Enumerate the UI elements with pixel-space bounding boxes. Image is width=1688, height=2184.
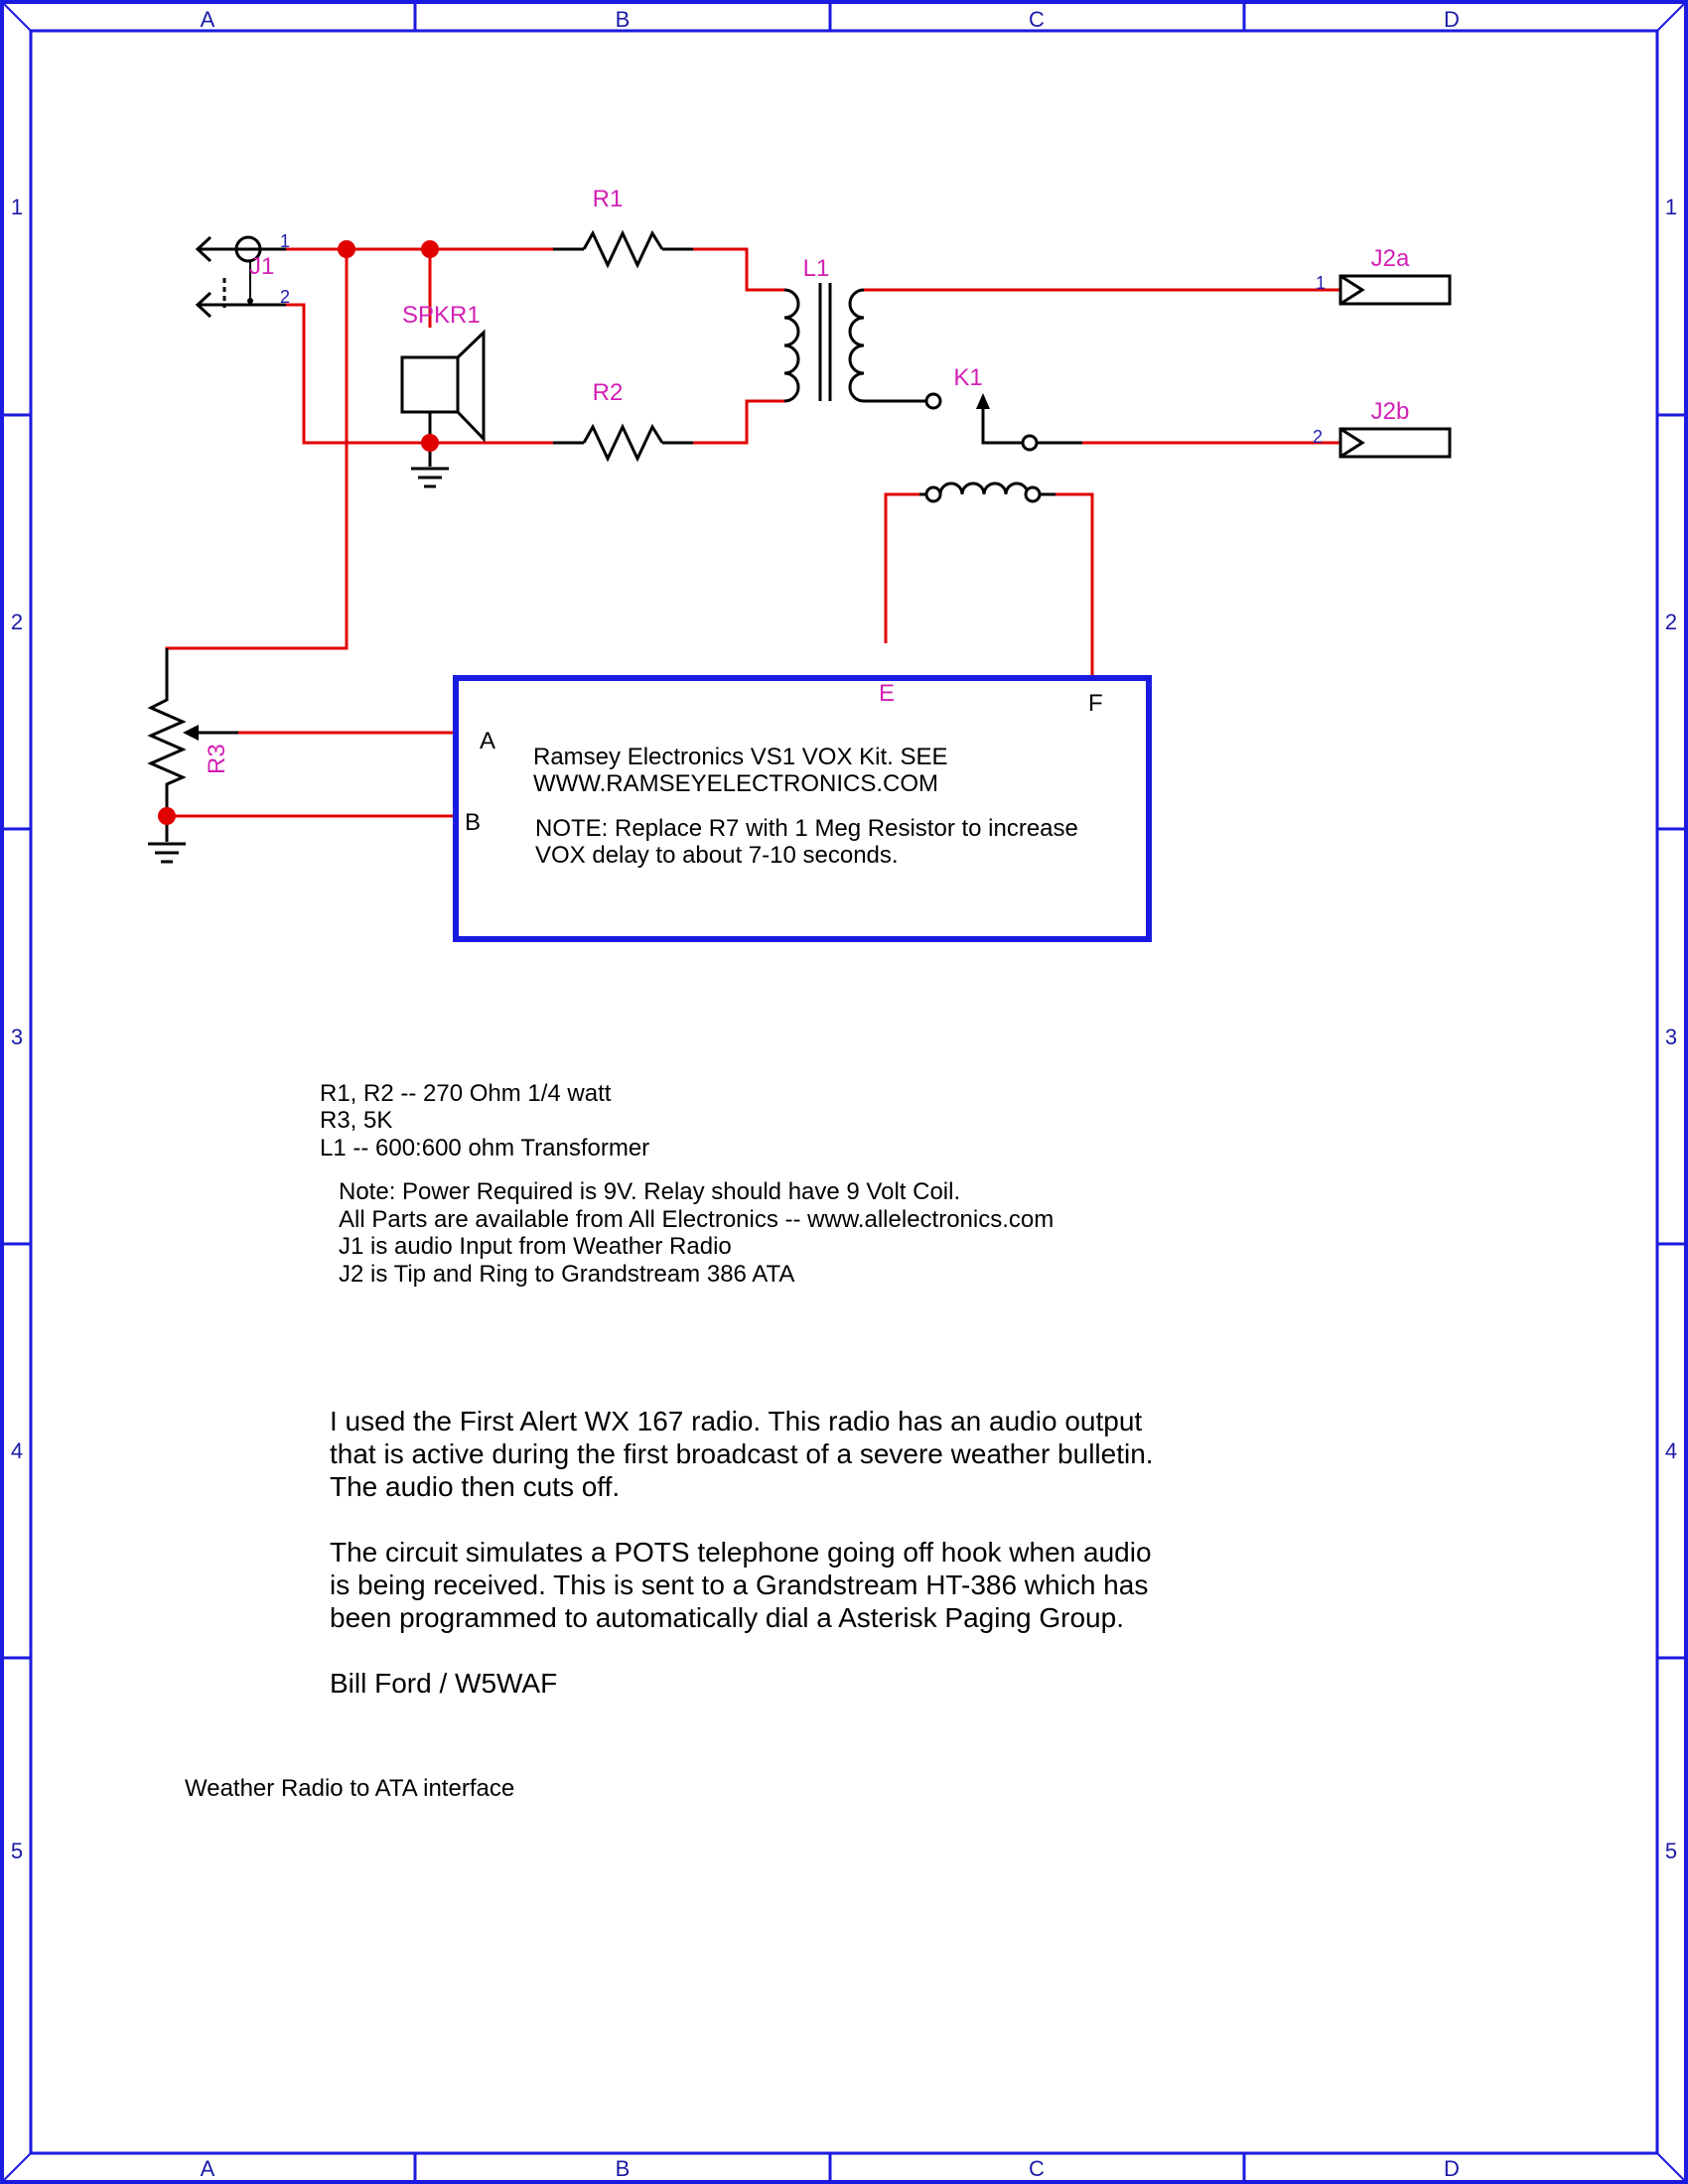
- description-line: I used the First Alert WX 167 radio. Thi…: [330, 1406, 1142, 1436]
- vox-box-note-1: NOTE: Replace R7 with 1 Meg Resistor to …: [535, 815, 1078, 842]
- zone-row-1-left: 1: [11, 195, 23, 219]
- zone-row-2-right: 2: [1665, 610, 1677, 634]
- jack-j1-symbol: [195, 235, 286, 319]
- zone-col-b-top: B: [616, 7, 631, 32]
- description-line: is being received. This is sent to a Gra…: [330, 1570, 1148, 1600]
- r1-label: R1: [593, 186, 624, 212]
- description-line: that is active during the first broadcas…: [330, 1438, 1154, 1469]
- wires: [165, 247, 1340, 818]
- zone-col-a-bottom: A: [201, 2156, 215, 2181]
- speaker-spkr1-symbol: [400, 329, 486, 488]
- vox-port-a-label: A: [480, 728, 495, 754]
- j2b-label: J2b: [1371, 398, 1410, 425]
- r2-label: R2: [593, 379, 624, 406]
- description-line: The audio then cuts off.: [330, 1471, 620, 1502]
- zone-row-4-right: 4: [1665, 1438, 1677, 1463]
- j1-pin-1-label: 1: [280, 231, 290, 251]
- sheet-title: Weather Radio to ATA interface: [185, 1775, 514, 1802]
- vox-box-line-2: WWW.RAMSEYELECTRONICS.COM: [533, 770, 938, 797]
- author-line: Bill Ford / W5WAF: [330, 1668, 557, 1699]
- spkr1-label: SPKR1: [402, 302, 481, 329]
- vox-box-note-2: VOX delay to about 7-10 seconds.: [535, 842, 899, 869]
- transformer-l1-symbol: [783, 283, 865, 403]
- zone-row-1-right: 1: [1665, 195, 1677, 219]
- zone-col-c-top: C: [1029, 7, 1045, 32]
- j2a-pin-label: 1: [1316, 273, 1326, 293]
- relay-k1-symbol: [864, 392, 1082, 503]
- zone-row-5-left: 5: [11, 1839, 23, 1863]
- parts-list-line: R1, R2 -- 270 Ohm 1/4 watt: [320, 1080, 612, 1107]
- l1-label: L1: [803, 255, 830, 282]
- notes-block: Note: Power Required is 9V. Relay should…: [339, 1178, 1054, 1288]
- description-block: I used the First Alert WX 167 radio. Thi…: [330, 1406, 1154, 1699]
- note-line: J2 is Tip and Ring to Grandstream 386 AT…: [339, 1261, 794, 1288]
- vox-kit-box: [453, 675, 1152, 942]
- k1-label: K1: [953, 364, 982, 391]
- j2a-label: J2a: [1371, 245, 1410, 272]
- note-line: All Parts are available from All Electro…: [339, 1206, 1054, 1233]
- j2b-pin-label: 2: [1313, 427, 1323, 447]
- zone-row-4-left: 4: [11, 1438, 23, 1463]
- vox-port-f-label: F: [1088, 690, 1103, 717]
- j1-label: J1: [249, 253, 274, 280]
- note-line: Note: Power Required is 9V. Relay should…: [339, 1178, 960, 1205]
- zone-col-d-top: D: [1444, 7, 1460, 32]
- resistor-r2-symbol: [553, 423, 693, 463]
- vox-port-e-label: E: [879, 680, 895, 707]
- zone-col-c-bottom: C: [1029, 2156, 1045, 2181]
- parts-list-line: R3, 5K: [320, 1107, 392, 1134]
- description-line: been programmed to automatically dial a …: [330, 1602, 1124, 1633]
- zone-col-d-bottom: D: [1444, 2156, 1460, 2181]
- zone-row-2-left: 2: [11, 610, 23, 634]
- jack-j2a-symbol: [1338, 274, 1452, 306]
- junction-dots: [158, 240, 439, 825]
- r3-label: R3: [204, 744, 230, 774]
- resistor-r1-symbol: [553, 229, 693, 269]
- note-line: J1 is audio Input from Weather Radio: [339, 1233, 732, 1260]
- description-line: The circuit simulates a POTS telephone g…: [330, 1537, 1152, 1568]
- parts-list: R1, R2 -- 270 Ohm 1/4 watt R3, 5K L1 -- …: [320, 1080, 649, 1161]
- jack-j2b-symbol: [1338, 427, 1452, 459]
- zone-row-3-right: 3: [1665, 1024, 1677, 1049]
- zone-col-a-top: A: [201, 7, 215, 32]
- zone-row-3-left: 3: [11, 1024, 23, 1049]
- j1-pin-2-label: 2: [280, 287, 290, 307]
- vox-port-b-label: B: [465, 809, 481, 836]
- zone-row-5-right: 5: [1665, 1839, 1677, 1863]
- zone-col-b-bottom: B: [616, 2156, 631, 2181]
- vox-box-line-1: Ramsey Electronics VS1 VOX Kit. SEE: [533, 744, 947, 770]
- parts-list-line: L1 -- 600:600 ohm Transformer: [320, 1135, 649, 1161]
- zone-labels: A B C D A B C D 1 2 3 4 5 1 2 3 4 5: [11, 7, 1677, 2181]
